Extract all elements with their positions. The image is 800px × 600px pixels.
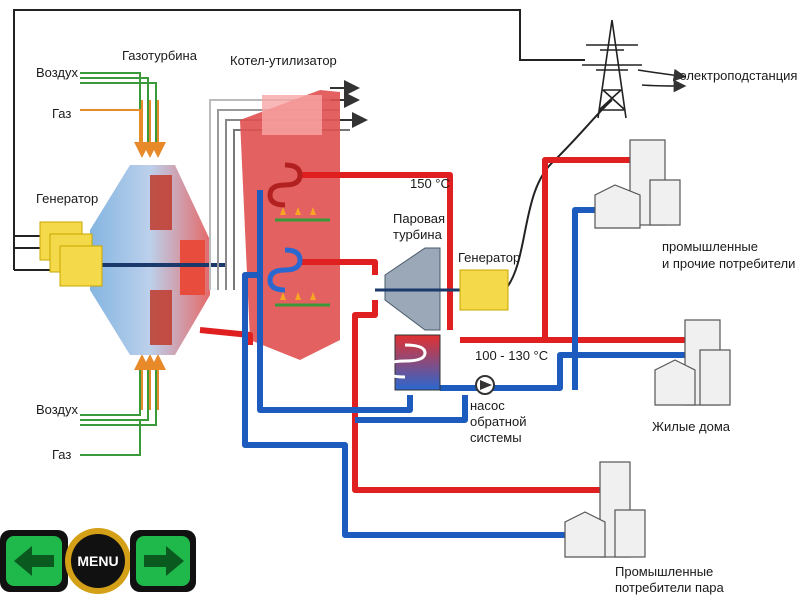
label-gas-bottom: Газ xyxy=(52,447,71,462)
label-steam-turbine-1: Паровая xyxy=(393,211,445,226)
label-steam-consumers-2: потребители пара xyxy=(615,580,725,595)
generator-left xyxy=(39,221,103,287)
label-temp-100-130: 100 - 130 °C xyxy=(475,348,548,363)
return-pump xyxy=(475,375,495,395)
residential-buildings-icon xyxy=(654,319,731,406)
menu-icon: MENU xyxy=(65,528,131,594)
back-button[interactable] xyxy=(0,526,70,596)
label-generator-left: Генератор xyxy=(36,191,98,206)
transmission-tower-icon xyxy=(582,19,687,119)
label-substation: электроподстанция xyxy=(680,68,797,83)
air-gas-supply-top xyxy=(80,72,166,158)
label-generator-right: Генератор xyxy=(458,250,520,265)
label-steam-consumers-1: Промышленные xyxy=(615,564,713,579)
heat-exchanger xyxy=(383,334,441,391)
air-gas-supply-bottom xyxy=(80,354,166,456)
label-steam-turbine-2: турбина xyxy=(393,227,443,242)
label-industrial-2: и прочие потребители xyxy=(662,256,795,271)
label-industrial-1: промышленные xyxy=(662,239,758,254)
arrow-right-icon xyxy=(130,530,196,592)
steam-consumer-buildings-icon xyxy=(564,461,646,558)
gas-turbine xyxy=(70,165,225,355)
generator-right xyxy=(459,269,509,311)
label-pump-3: системы xyxy=(470,430,522,445)
label-temp-150: 150 °C xyxy=(410,176,450,191)
forward-button[interactable] xyxy=(128,526,198,596)
label-boiler: Котел-утилизатор xyxy=(230,53,337,68)
label-gas-top: Газ xyxy=(52,106,71,121)
menu-label: MENU xyxy=(77,553,118,569)
arrow-left-icon xyxy=(0,530,68,592)
label-gas-turbine: Газотурбина xyxy=(122,48,198,63)
steam-turbine xyxy=(375,247,460,331)
boiler-coils xyxy=(267,162,303,293)
label-air-top: Воздух xyxy=(36,65,79,80)
label-air-bottom: Воздух xyxy=(36,402,79,417)
label-residential: Жилые дома xyxy=(652,419,731,434)
label-pump-2: обратной xyxy=(470,414,526,429)
waste-heat-boiler xyxy=(240,90,340,360)
industrial-buildings-icon xyxy=(594,139,681,229)
menu-button[interactable]: MENU xyxy=(63,526,133,596)
label-pump-1: насос xyxy=(470,398,505,413)
